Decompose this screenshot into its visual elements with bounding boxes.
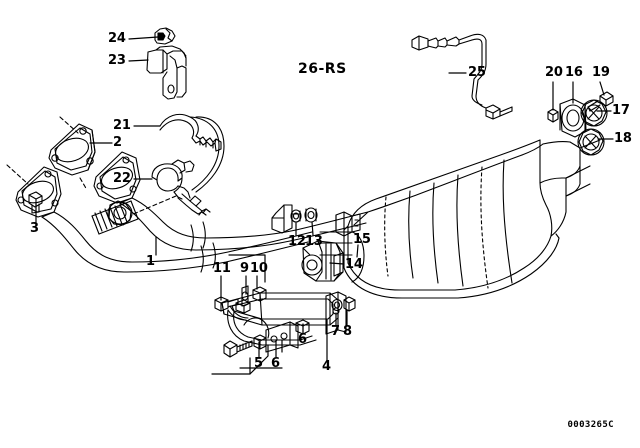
part-22-oxygen-sensor-holder [151,159,211,216]
callout-8: 8 [343,324,352,339]
part-17-pipe-clamp-upper [580,99,608,127]
leader-lines [35,36,614,375]
callout-4: 4 [322,359,331,374]
diagram-part-code: 0003265C [567,420,614,430]
part-10-nut [252,286,267,302]
callout-16: 16 [565,65,583,80]
part-26-catalytic-converter [317,139,601,299]
callout-11: 11 [213,261,231,276]
callout-7: 7 [331,324,340,339]
part-24-retaining-clip [154,27,176,45]
callout-2: 2 [113,135,122,150]
callout-14: 14 [345,257,363,272]
callout-15: 15 [353,232,371,247]
callout-3: 3 [30,221,39,236]
part-13-nut [304,207,318,223]
callout-5: 5 [254,356,263,371]
part-19-clamp-bolt [587,91,614,112]
part-25-lambda-oxygen-sensor [411,33,513,120]
part-5-hex-bolt [223,340,253,358]
section-label: 26-RS [298,61,347,77]
callout-24: 24 [108,31,126,46]
callout-10: 10 [250,261,268,276]
callout-20: 20 [545,65,563,80]
callout-13: 13 [305,234,323,249]
part-14-rubber-vibration-mount [301,240,344,282]
part-23-sensor-holder-clip [146,45,187,100]
callout-17: 17 [612,103,630,118]
callout-25: 25 [468,65,486,80]
part-15-support-bracket [335,211,361,237]
callout-1: 1 [146,254,155,269]
callout-21: 21 [113,118,131,133]
part-21-oxygen-sensor-cable [159,113,225,193]
part-7-washer [331,298,343,312]
part-11-bolt [214,296,239,312]
converter-bracket-arm [271,204,301,234]
callout-6a: 6 [271,356,280,371]
callout-6b: 6 [298,332,307,347]
callout-18: 18 [614,131,632,146]
callout-19: 19 [592,65,610,80]
part-2-manifold-flange-upper [48,123,96,176]
pipe-clamp-ring [107,200,133,226]
part-20-clamp-nut [547,108,559,123]
callout-23: 23 [108,53,126,68]
part-8-nut [343,296,356,312]
bracket-top-fasteners [227,299,251,321]
part-18-pipe-clamp-lower [577,128,605,156]
bracket-center-block [265,321,299,353]
callout-12: 12 [288,234,306,249]
callout-22: 22 [113,171,131,186]
callout-9: 9 [240,261,249,276]
part-6-nut-left [253,334,267,350]
